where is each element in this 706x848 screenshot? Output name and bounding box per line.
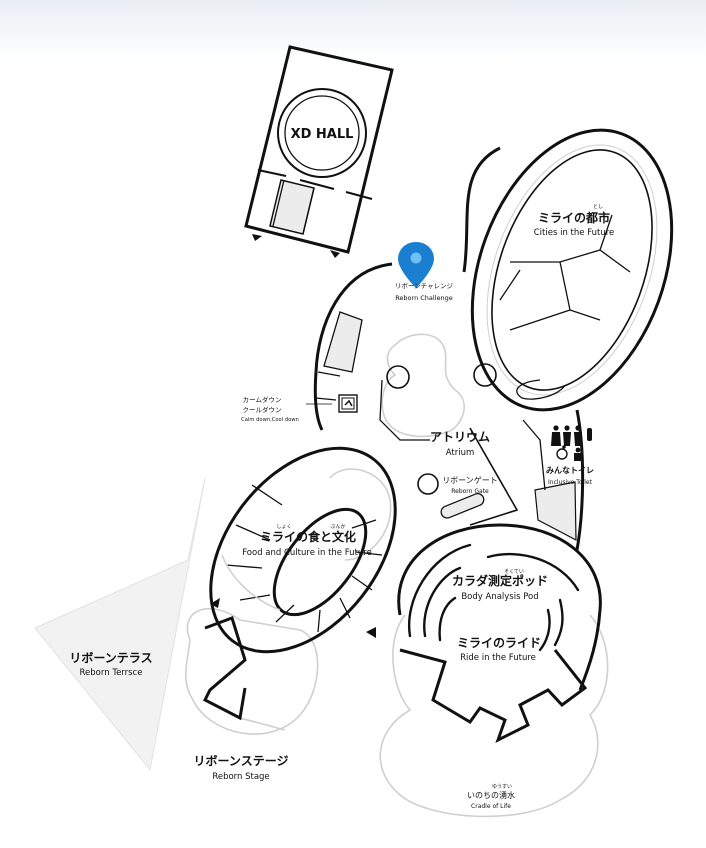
entrance-arrow-icon xyxy=(252,234,262,241)
person-icon xyxy=(574,447,582,461)
entrance-arrow-icon xyxy=(366,627,376,638)
baby-icon xyxy=(587,428,592,441)
stage-en: Reborn Stage xyxy=(212,772,269,782)
food-ruby-1: しょく xyxy=(276,524,291,530)
reborn-challenge-jp: リボーンチャレンジ xyxy=(395,282,454,290)
entrance-arrow-icon xyxy=(210,598,220,608)
calm-down-en: Calm down,Cool down xyxy=(241,417,299,423)
food-ruby-2: ぶんか xyxy=(330,523,345,530)
body-analysis-pod[interactable] xyxy=(397,523,602,691)
ride-in-the-future[interactable] xyxy=(399,648,588,743)
atrium-jp: アトリウム xyxy=(430,430,490,444)
top-fade xyxy=(0,0,706,60)
cities-jp: ミライの都市 xyxy=(538,210,610,225)
body-pod-ruby: そくてい xyxy=(504,568,524,575)
cities-in-the-future[interactable] xyxy=(436,102,706,437)
terrace-jp: リボーンテラス xyxy=(69,650,152,665)
xd-hall-label: XD HALL xyxy=(291,127,354,142)
reborn-gate-jp: リボーンゲート xyxy=(442,475,498,485)
ride-jp: ミライのライド xyxy=(457,636,541,650)
reborn-stage[interactable] xyxy=(202,616,247,721)
reborn-gate-en: Reborn Gate xyxy=(451,488,489,495)
toilet-en: Inclusive Toilet xyxy=(548,479,593,486)
body-pod-en: Body Analysis Pod xyxy=(461,592,538,602)
terrace-en: Reborn Terrsce xyxy=(80,668,143,678)
cradle-jp: いのちの湧水 xyxy=(467,790,515,800)
calm-down-jp1: カームダウン xyxy=(243,395,282,404)
reborn-challenge-en: Reborn Challenge xyxy=(395,294,453,302)
entrance-arrow-icon xyxy=(330,250,340,258)
cities-en: Cities in the Future xyxy=(534,228,615,238)
person-icon xyxy=(563,425,571,446)
xd-hall[interactable] xyxy=(244,45,394,258)
wheelchair-icon xyxy=(556,445,568,460)
location-pin-icon[interactable] xyxy=(398,242,434,288)
atrium-en: Atrium xyxy=(446,448,475,458)
cradle-en: Cradle of Life xyxy=(471,803,511,810)
calm-down-icon xyxy=(306,394,358,413)
ride-en: Ride in the Future xyxy=(460,653,536,663)
food-and-culture[interactable] xyxy=(173,413,433,687)
stage-jp: リボーンステージ xyxy=(194,753,289,768)
toilet-icons xyxy=(551,425,592,461)
food-en: Food and Culture in the Future xyxy=(242,548,372,558)
cradle-ruby: ゆうすい xyxy=(492,784,512,790)
toilet-jp: みんなトイレ xyxy=(546,466,594,475)
food-jp: ミライの食と文化 xyxy=(260,529,356,544)
calm-down-jp2: クールダウン xyxy=(243,405,282,414)
person-icon xyxy=(551,425,561,446)
person-icon xyxy=(574,425,582,446)
body-pod-jp: カラダ測定ポッド xyxy=(452,573,548,588)
main-pavilion xyxy=(313,146,585,551)
cities-ruby: とし xyxy=(593,204,603,210)
